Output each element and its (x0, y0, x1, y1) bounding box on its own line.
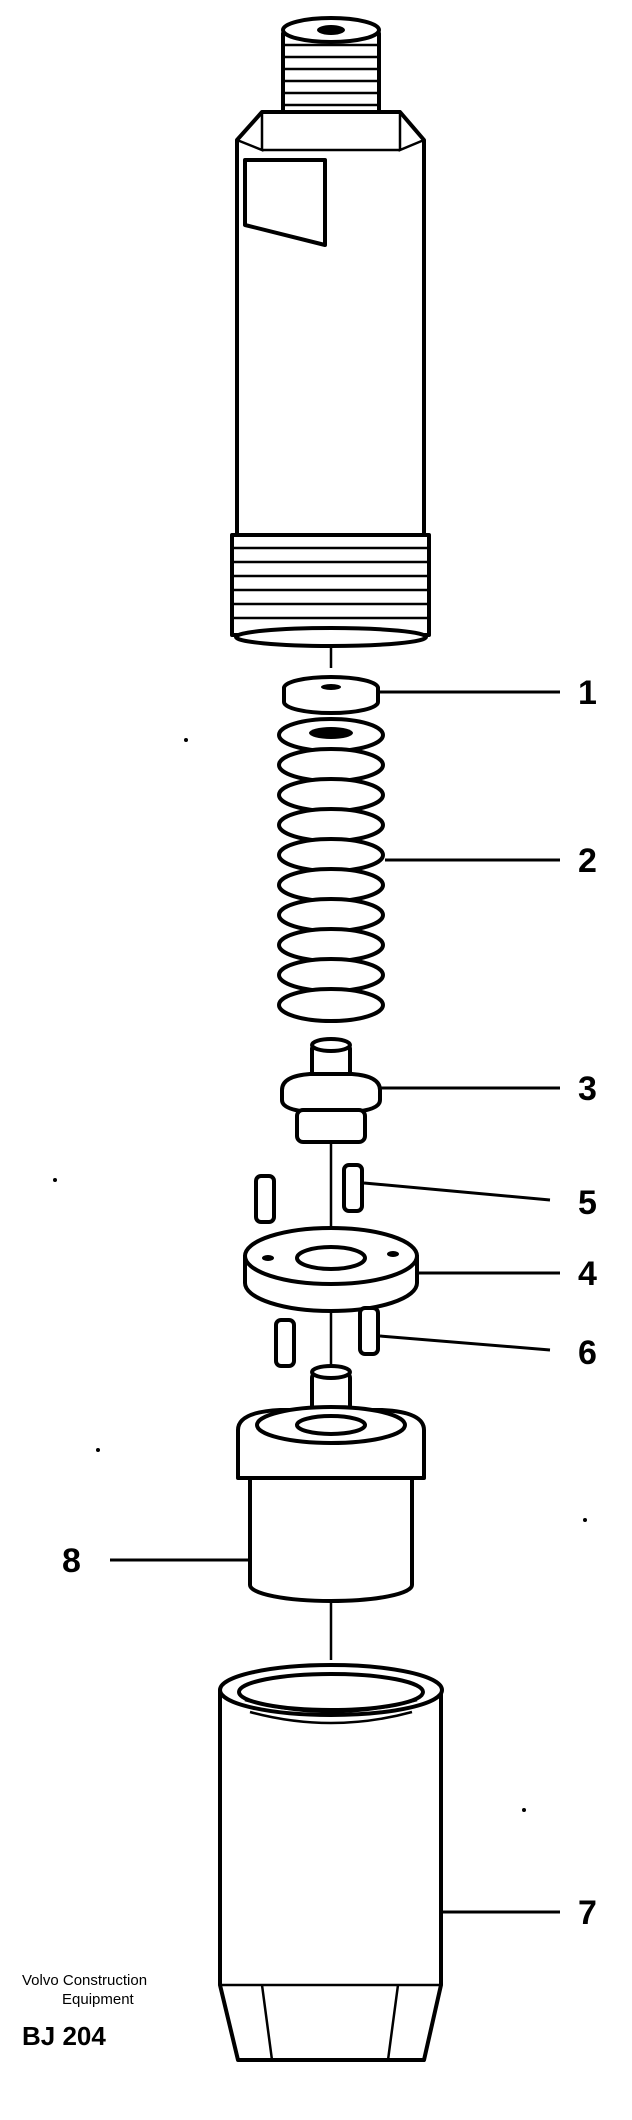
footer-drawing-code: BJ 204 (22, 2021, 106, 2051)
callout-3: 3 (578, 1070, 597, 1108)
part-7-nozzle-nut (218, 1663, 444, 2062)
part-8-nozzle (236, 1364, 426, 1603)
footer-block: Volvo Construction Equipment BJ 204 (22, 1972, 147, 2051)
body-threads (232, 546, 429, 620)
footer-company-line2: Equipment (62, 1991, 135, 2008)
leader-lines (110, 690, 560, 1914)
part-4-intermediate-disc (243, 1226, 419, 1313)
callout-4: 4 (578, 1255, 597, 1293)
part-6-pins (274, 1306, 380, 1368)
callout-8: 8 (62, 1542, 81, 1580)
specks (53, 738, 587, 1812)
part-2-spring (277, 717, 385, 1023)
callout-7: 7 (578, 1894, 597, 1932)
callout-5: 5 (578, 1184, 597, 1222)
footer-company-line1: Volvo Construction (22, 1972, 147, 1989)
part-3-spring-seat (280, 1037, 382, 1144)
part-1-shim (282, 675, 380, 715)
part-5-pins (254, 1163, 364, 1224)
stub-threads (283, 43, 379, 107)
injector-holder-body (230, 16, 431, 648)
callout-1: 1 (578, 674, 597, 712)
callout-6: 6 (578, 1334, 597, 1372)
callout-2: 2 (578, 842, 597, 880)
